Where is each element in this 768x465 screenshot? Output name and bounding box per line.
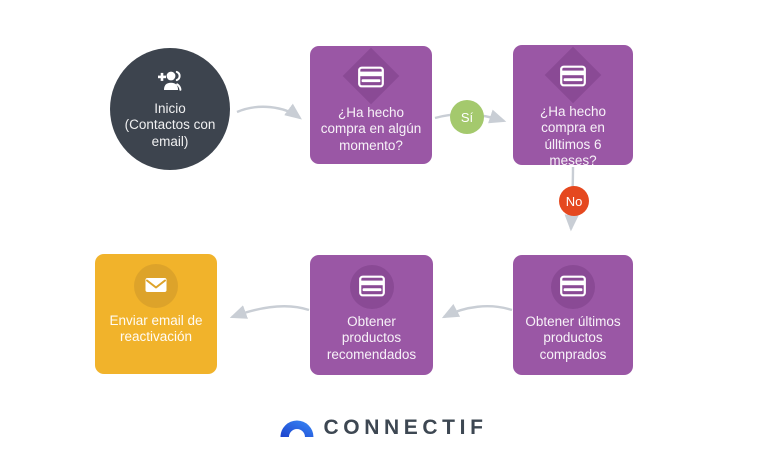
node-enviar-email: Enviar email de reactivación: [95, 254, 217, 374]
node-obtener-ultimos-label: Obtener últimos productos comprados: [525, 314, 621, 362]
card-icon-badge: [310, 47, 432, 105]
node-obtener-productos-recomendados: Obtener productos recomendados: [310, 255, 433, 375]
mail-icon-badge: [95, 258, 217, 308]
edge-label-no-text: No: [565, 193, 583, 209]
node-obtener-recomendados-label: Obtener productos recomendados: [326, 314, 417, 362]
arrow-getlast-to-getreco: [441, 303, 513, 319]
credit-card-icon: [560, 65, 586, 87]
edge-label-yes: Sí: [450, 100, 484, 134]
arrow-start-to-q1: [236, 103, 302, 120]
edge-label-yes-text: Sí: [460, 109, 474, 125]
node-question-compra-algun-momento: ¿Ha hecho compra en algún momento?: [310, 46, 432, 164]
card-icon-badge: [310, 259, 433, 309]
card-icon-badge: [513, 259, 633, 309]
node-start-label: Inicio (Contactos con email): [124, 100, 216, 149]
card-icon-badge: [513, 46, 633, 104]
connectif-logo-text: CONNECTIF: [323, 416, 488, 439]
connectif-logo: CONNECTIF: [280, 416, 487, 440]
credit-card-icon: [358, 66, 384, 88]
circle-shape: [349, 265, 394, 309]
circle-shape: [551, 265, 595, 309]
node-start: Inicio (Contactos con email): [110, 48, 230, 170]
node-question-compra-6-meses: ¿Ha hecho compra en úlltimos 6 meses?: [513, 45, 633, 165]
arrow-getreco-to-email: [229, 305, 310, 319]
credit-card-icon: [560, 275, 586, 297]
add-contact-icon: [158, 70, 182, 91]
edge-label-no: No: [559, 186, 589, 216]
connectif-arch-icon: [280, 420, 314, 437]
node-question-2-label: ¿Ha hecho compra en úlltimos 6 meses?: [539, 104, 607, 165]
node-obtener-ultimos-productos: Obtener últimos productos comprados: [513, 255, 633, 375]
credit-card-icon: [358, 275, 385, 297]
node-question-1-label: ¿Ha hecho compra en algún momento?: [320, 105, 422, 153]
mail-icon: [145, 278, 167, 292]
node-enviar-email-label: Enviar email de reactivación: [109, 313, 203, 345]
